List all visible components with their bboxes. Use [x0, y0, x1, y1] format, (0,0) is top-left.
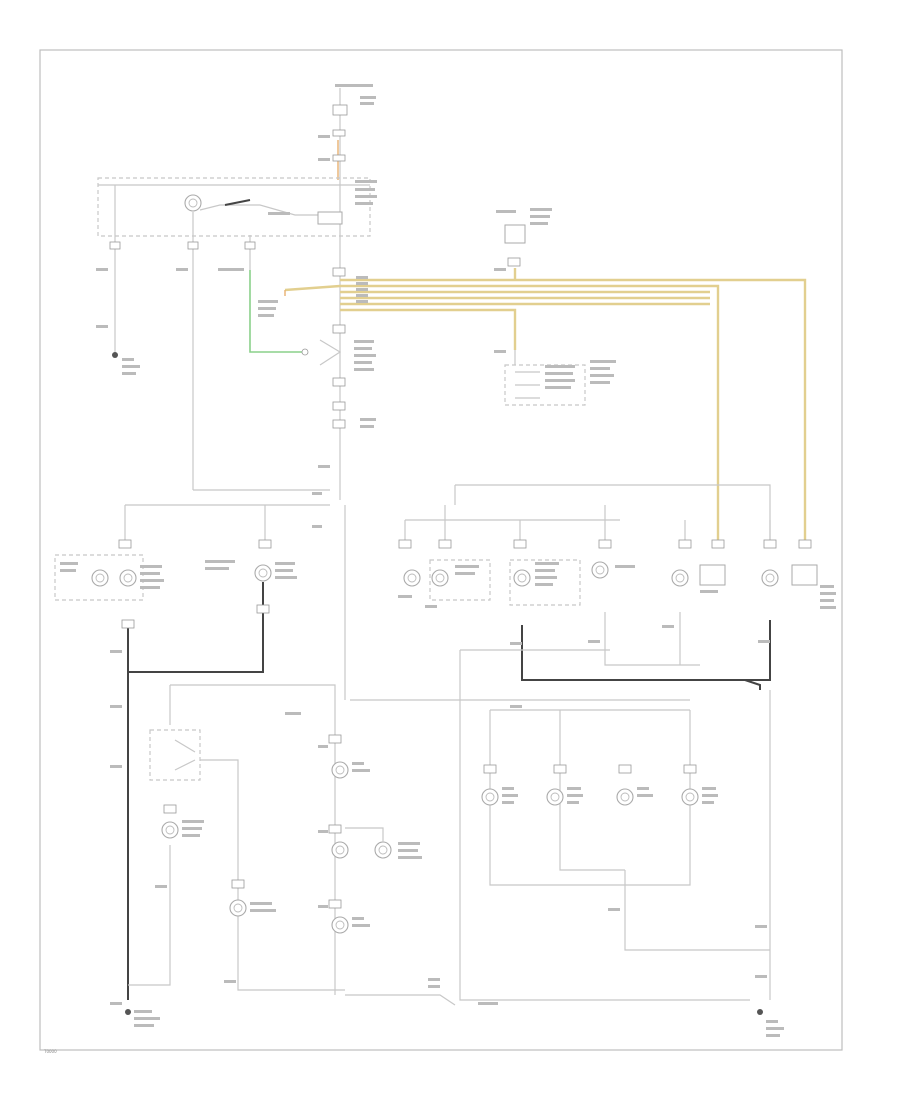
right-ground-bus [459, 612, 771, 1001]
center-feeds [176, 212, 309, 490]
right-upper-lamp-row [398, 505, 836, 609]
center-lamp-column [285, 700, 422, 995]
dimmer-module [258, 240, 376, 500]
bottom-right-ground [345, 690, 784, 1037]
corner-label: T0000 [43, 1049, 57, 1054]
yellow-bus [284, 268, 807, 540]
distribution-lines [125, 484, 771, 701]
relay-box [494, 350, 616, 406]
power-feed [318, 84, 376, 180]
left-lamp-group [54, 505, 297, 1000]
right-lower-lamp-group [481, 705, 770, 951]
bottom-left-ground [110, 1002, 160, 1027]
headlamp-switch [97, 177, 377, 240]
upper-right-component [494, 208, 552, 271]
left-ground-branch [96, 185, 140, 375]
lower-left-circuit [128, 684, 345, 991]
diagram-frame [39, 49, 843, 1051]
